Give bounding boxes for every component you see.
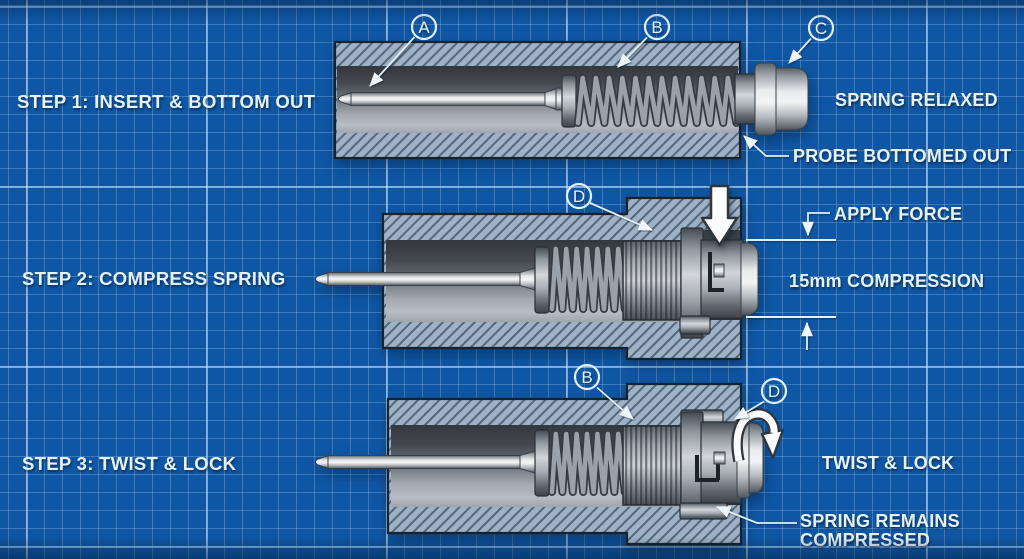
step-3-title: STEP 3: TWIST & LOCK <box>22 453 237 474</box>
thread-ridges <box>623 241 683 320</box>
probe-bottomed-out-note: PROBE BOTTOMED OUT <box>793 146 1011 166</box>
spring-relaxed-note: SPRING RELAXED <box>835 90 998 110</box>
bayonet-slot-foot <box>695 478 719 482</box>
plug-flange <box>754 62 777 136</box>
callout-d-letter: D <box>768 382 780 401</box>
plug-body <box>773 67 809 131</box>
thread-ridges <box>623 426 683 505</box>
spring-remains-note-line2: COMPRESSED <box>800 530 930 550</box>
callout-b-letter: B <box>651 18 662 37</box>
collar-flange <box>680 411 704 519</box>
spring-remains-note-group: SPRING REMAINS COMPRESSED <box>715 506 960 550</box>
apply-force-leader <box>802 212 830 237</box>
probe-shaft <box>327 272 521 286</box>
probe-shaft <box>350 92 548 106</box>
callout-c: C <box>788 14 835 64</box>
plug-nose <box>734 73 758 125</box>
rotation-arrow-head <box>760 428 785 460</box>
probe-bottomed-out-note-group: PROBE BOTTOMED OUT <box>743 135 1011 166</box>
probe-tip <box>315 454 330 470</box>
callout-b-letter: B <box>581 368 592 387</box>
spring-seat-washer <box>534 429 550 497</box>
probe-bottomed-out-leader <box>743 135 789 157</box>
step-1-section: STEP 1: INSERT & BOTTOM OUT <box>17 13 1011 166</box>
connector-end <box>740 242 759 316</box>
callout-d-letter: D <box>573 187 585 206</box>
step-2-device <box>315 196 759 361</box>
spring-remains-note-line1: SPRING REMAINS <box>800 511 960 531</box>
bayonet-pin <box>713 451 726 465</box>
collar-body <box>700 239 744 319</box>
bayonet-pin <box>713 263 725 278</box>
twist-lock-note: TWIST & LOCK <box>822 453 954 473</box>
step-2-section: STEP 2: COMPRESS SPRING <box>22 182 984 361</box>
bayonet-slot-vertical <box>708 252 712 292</box>
bayonet-slot-vertical <box>695 455 699 482</box>
callout-c-letter: C <box>815 19 827 38</box>
step-2-title: STEP 2: COMPRESS SPRING <box>22 268 286 289</box>
step-3-device <box>315 382 764 546</box>
spring-seat-washer <box>534 246 550 314</box>
step-3-section: STEP 3: TWIST & LOCK <box>22 363 960 550</box>
probe-tip <box>315 271 330 287</box>
bayonet-slot-foot <box>708 288 724 292</box>
collar-bottom-skirt <box>679 315 711 335</box>
collar-bottom-skirt <box>679 502 728 520</box>
compression-dimension: APPLY FORCE 15mm COMPRESSION <box>746 204 984 350</box>
probe-shaft <box>327 455 521 469</box>
spring-seat-washer <box>561 74 577 128</box>
apply-force-note: APPLY FORCE <box>834 204 962 224</box>
step-1-device <box>333 40 809 160</box>
callout-c-leader <box>788 37 812 64</box>
compression-note: 15mm COMPRESSION <box>789 271 984 291</box>
callout-a-letter: A <box>418 18 430 37</box>
step-1-title: STEP 1: INSERT & BOTTOM OUT <box>17 91 316 112</box>
